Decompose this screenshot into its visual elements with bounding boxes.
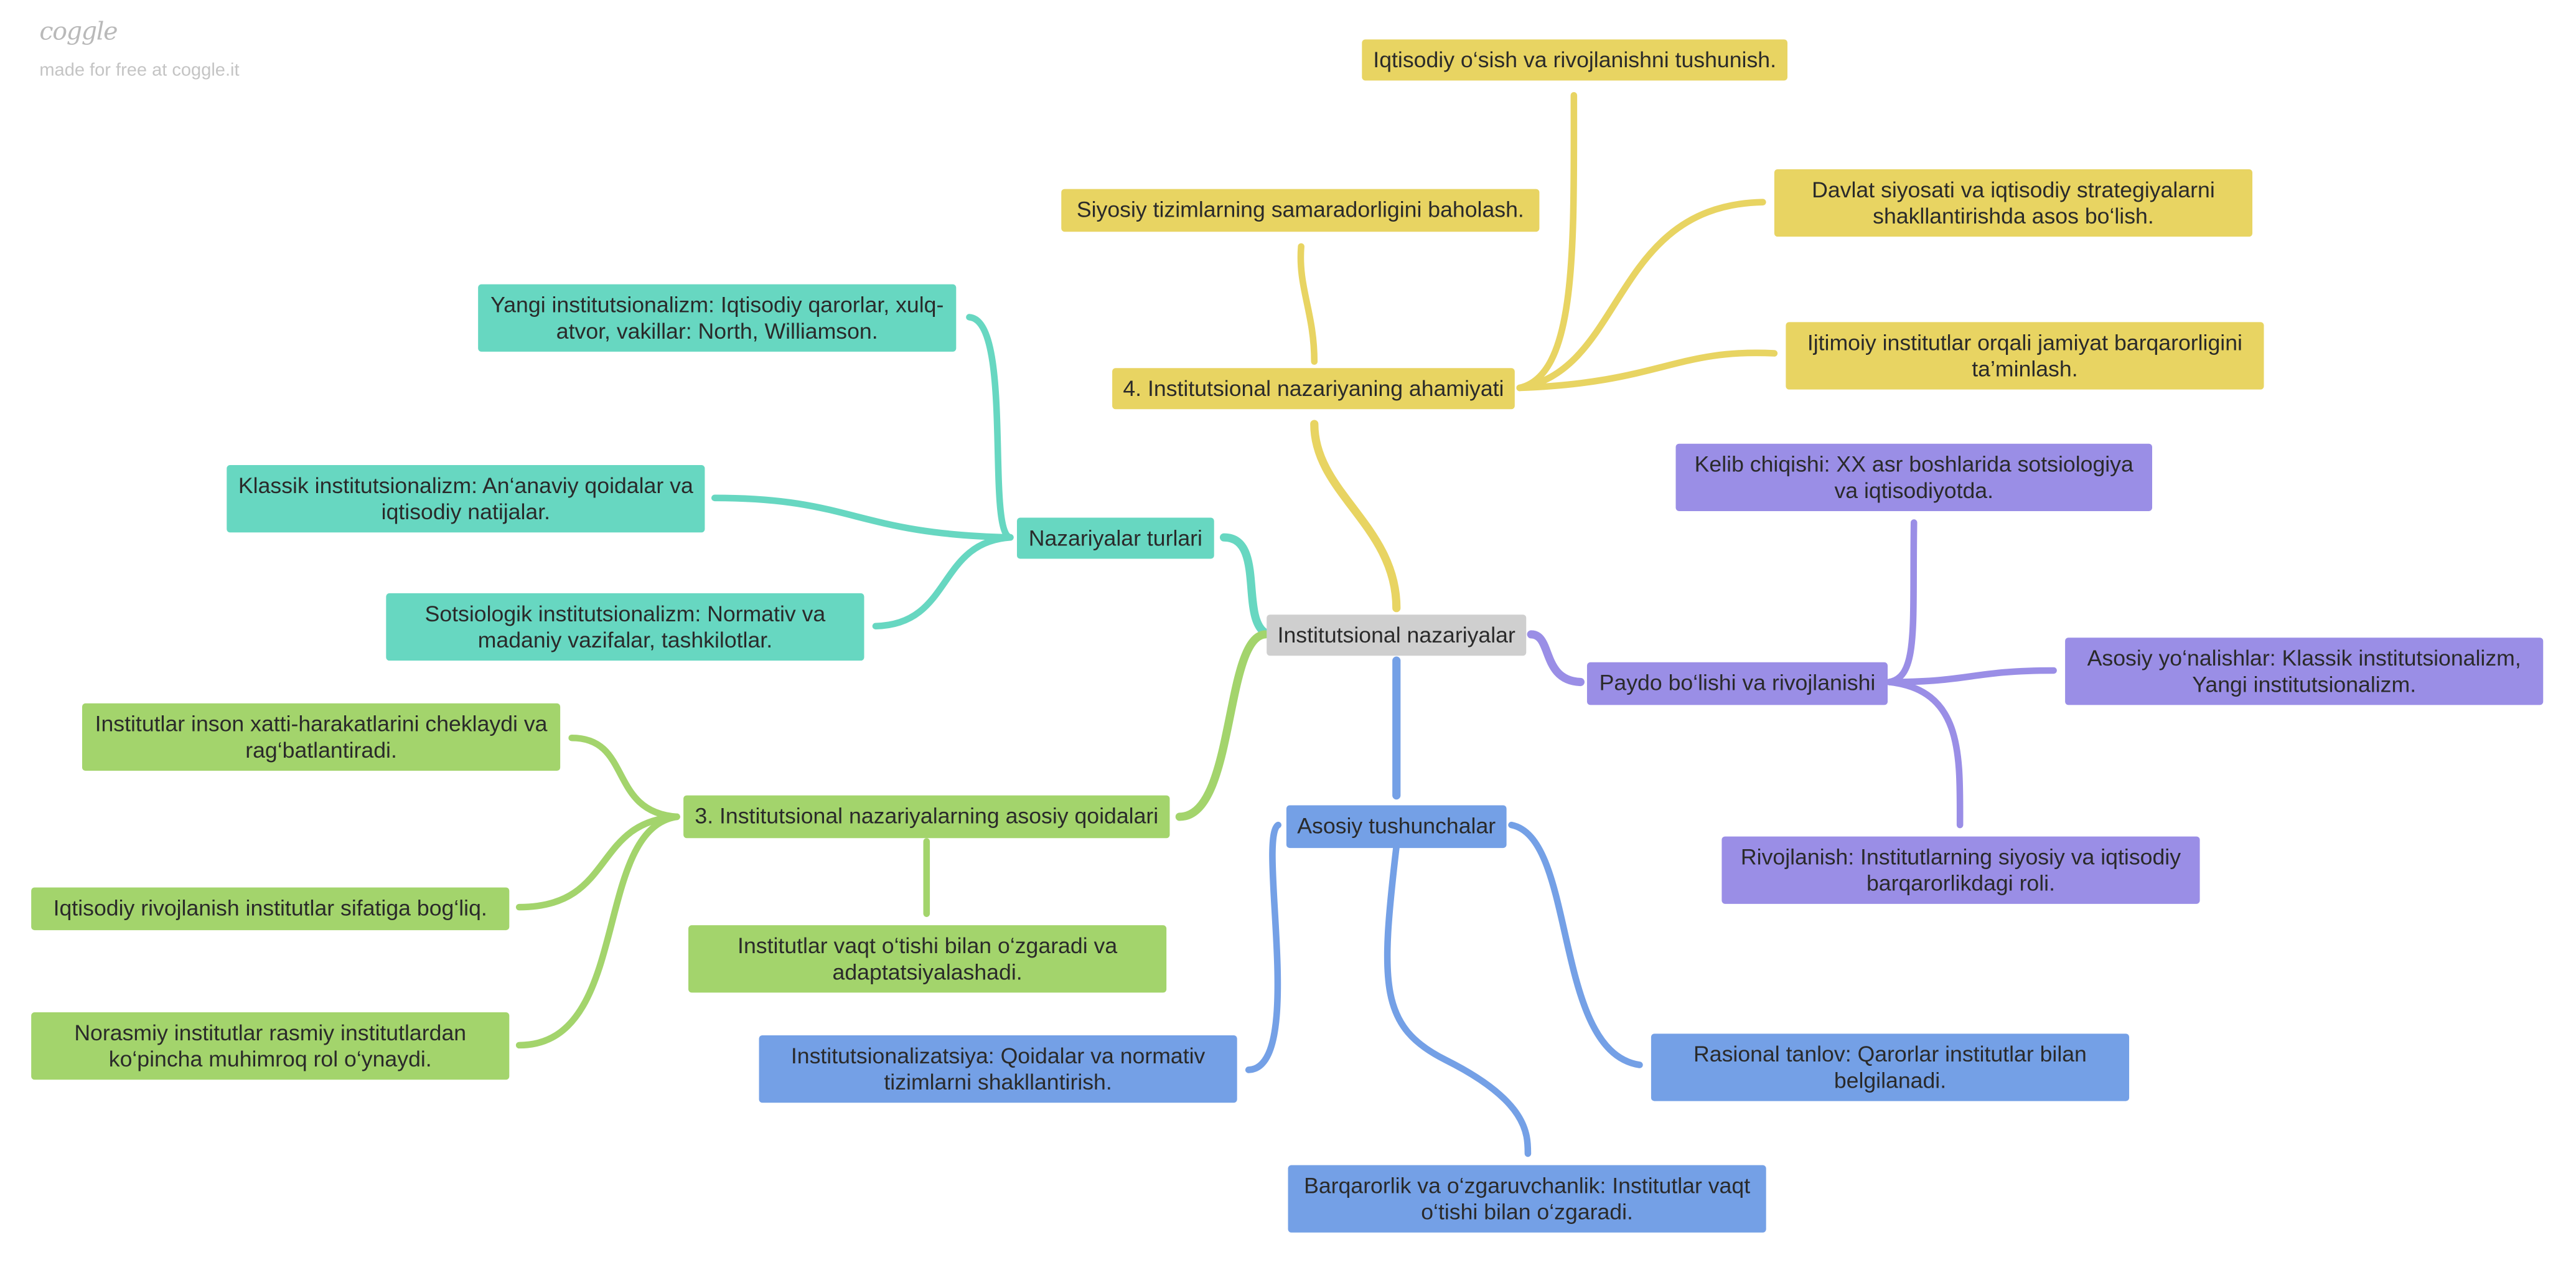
edge-ahamiyati-davlat bbox=[1516, 199, 1766, 392]
edge-tushunchalar-rasional bbox=[1508, 821, 1643, 1068]
node-davlat-siyosati[interactable]: Davlat siyosati va iqtisodiy strategiyal… bbox=[1774, 169, 2253, 237]
node-adaptatsiya[interactable]: Institutlar vaqt o‘tishi bilan o‘zgaradi… bbox=[688, 925, 1167, 993]
node-turlari[interactable]: Nazariyalar turlari bbox=[1016, 517, 1214, 559]
coggle-logo[interactable]: coggle bbox=[39, 16, 118, 46]
edge-ahamiyati-ijtimoiy bbox=[1516, 349, 1778, 392]
node-ijtimoiy-institutlar[interactable]: Ijtimoiy institutlar orqali jamiyat barq… bbox=[1786, 322, 2264, 390]
edge-tushunchalar-institutsionalizatsiya bbox=[1245, 821, 1281, 1073]
edge-qoidalari-sifati bbox=[515, 813, 680, 911]
edge-root-qoidalari bbox=[1175, 630, 1270, 821]
node-sifatiga-bogliq[interactable]: Iqtisodiy rivojlanish institutlar sifati… bbox=[31, 887, 510, 931]
edge-turlari-klassik bbox=[711, 494, 1014, 541]
node-klassik-institutsionalizm[interactable]: Klassik institutsionalizm: An‘anaviy qoi… bbox=[227, 465, 705, 533]
edge-paydo-rivojlanish bbox=[1886, 679, 1964, 829]
edge-qoidalari-cheklaydi bbox=[568, 734, 680, 821]
edge-ahamiyati-siyosiy bbox=[1297, 243, 1318, 365]
node-iqtisodiy-osish[interactable]: Iqtisodiy o‘sish va rivojlanishni tushun… bbox=[1362, 39, 1787, 81]
node-institutsionalizatsiya[interactable]: Institutsionalizatsiya: Qoidalar va norm… bbox=[759, 1035, 1237, 1103]
edge-ahamiyati-iqtisodiy-osish bbox=[1516, 92, 1578, 392]
node-rasional-tanlov[interactable]: Rasional tanlov: Qarorlar institutlar bi… bbox=[1651, 1033, 2130, 1101]
edge-turlari-yangi bbox=[966, 314, 1014, 541]
node-yangi-institutsionalizm[interactable]: Yangi institutsionalizm: Iqtisodiy qaror… bbox=[478, 284, 957, 352]
node-tushunchalar[interactable]: Asosiy tushunchalar bbox=[1286, 805, 1507, 849]
node-barqarorlik[interactable]: Barqarorlik va o‘zgaruvchanlik: Institut… bbox=[1288, 1165, 1766, 1233]
edge-root-turlari bbox=[1219, 533, 1270, 637]
node-kelib-chiqishi[interactable]: Kelib chiqishi: XX asr boshlarida sotsio… bbox=[1675, 443, 2153, 511]
node-qoidalari[interactable]: 3. Institutsional nazariyalarning asosiy… bbox=[683, 795, 1170, 839]
edge-paydo-kelib bbox=[1886, 519, 1918, 685]
edge-qoidalari-norasmiy bbox=[515, 813, 680, 1049]
made-with-coggle-link[interactable]: made for free at coggle.it bbox=[39, 60, 240, 81]
node-ahamiyati[interactable]: 4. Institutsional nazariyaning ahamiyati bbox=[1112, 368, 1515, 410]
edge-root-paydo bbox=[1527, 630, 1585, 687]
edge-paydo-asosiy bbox=[1886, 667, 2057, 685]
node-sotsiologik-institutsionalizm[interactable]: Sotsiologik institutsionalizm: Normativ … bbox=[386, 593, 864, 661]
node-asosiy-yonalishlar[interactable]: Asosiy yo‘nalishlar: Klassik institutsio… bbox=[2065, 638, 2544, 705]
node-rivojlanish[interactable]: Rivojlanish: Institutlarning siyosiy va … bbox=[1721, 836, 2200, 904]
edge-turlari-sotsiologik bbox=[872, 534, 1014, 630]
node-cheklaydi[interactable]: Institutlar inson xatti-harakatlarini ch… bbox=[82, 703, 561, 771]
node-siyosiy-tizimlar[interactable]: Siyosiy tizimlarning samaradorligini bah… bbox=[1061, 189, 1540, 232]
root-node[interactable]: Institutsional nazariyalar bbox=[1267, 614, 1527, 656]
node-norasmiy[interactable]: Norasmiy institutlar rasmiy institutlard… bbox=[31, 1012, 510, 1080]
node-paydo[interactable]: Paydo bo‘lishi va rivojlanishi bbox=[1586, 662, 1888, 705]
edge-tushunchalar-barqarorlik bbox=[1384, 843, 1532, 1157]
edge-root-ahamiyati bbox=[1310, 420, 1401, 613]
